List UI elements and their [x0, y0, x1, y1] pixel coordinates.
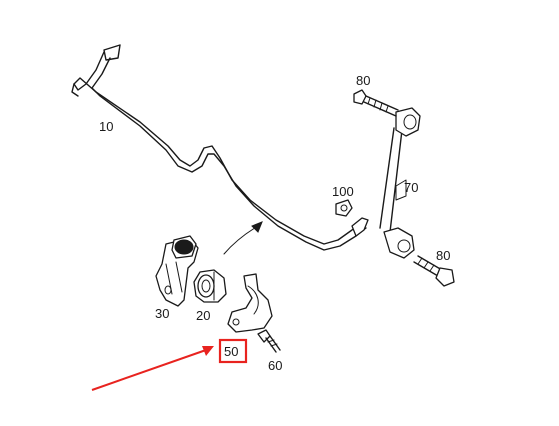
bolt-80-top — [353, 89, 399, 117]
callout-60: 60 — [268, 358, 282, 373]
callout-70: 70 — [404, 180, 418, 195]
nut-100 — [335, 199, 353, 217]
highlight-arrow — [91, 346, 214, 391]
screw-60 — [257, 329, 281, 353]
highlight-box — [218, 338, 248, 364]
callout-10: 10 — [99, 119, 113, 134]
stabilizer-bar — [71, 44, 369, 251]
bracket-30 — [155, 235, 199, 307]
clamp-50 — [227, 273, 273, 333]
callout-100: 100 — [332, 184, 354, 199]
callout-80-top: 80 — [356, 73, 370, 88]
callout-50: 50 — [224, 344, 238, 359]
direction-arrow — [223, 221, 263, 255]
callout-20: 20 — [196, 308, 210, 323]
callout-30: 30 — [155, 306, 169, 321]
link-rod — [379, 107, 421, 259]
bolt-80-bottom — [413, 255, 455, 287]
bushing-20 — [193, 269, 227, 303]
callout-80-bottom: 80 — [436, 248, 450, 263]
